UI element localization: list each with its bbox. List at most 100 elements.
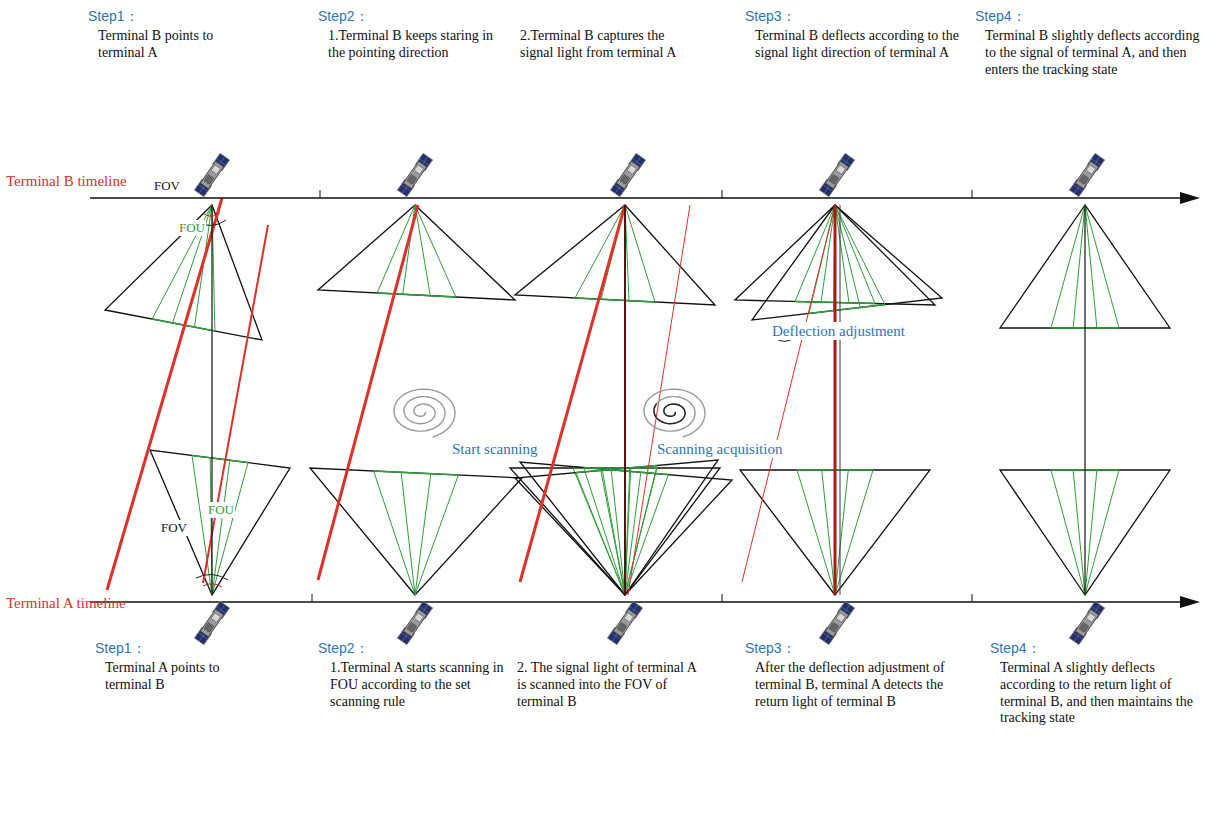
fov-cone <box>752 205 942 320</box>
fou-label: FOU <box>207 502 235 518</box>
timeline-label: Terminal B timeline <box>6 172 127 190</box>
beam <box>742 205 835 582</box>
timelines <box>90 190 1200 608</box>
step-description: Terminal B slightly deflects according t… <box>985 28 1205 78</box>
fou-label: FOU <box>178 220 206 236</box>
fou-line <box>822 470 835 595</box>
step-description: Terminal B deflects according to the sig… <box>755 28 960 62</box>
fov-cone <box>515 205 715 305</box>
satellite <box>607 601 642 645</box>
tick <box>320 190 321 198</box>
step-description: 1.Terminal A starts scanning in FOU acco… <box>330 660 510 710</box>
fou-line <box>415 205 430 296</box>
tick <box>312 594 313 602</box>
step-description: 1.Terminal B keeps staring in the pointi… <box>328 28 503 62</box>
fou-line <box>1085 205 1119 328</box>
fou-base <box>192 455 248 462</box>
tick <box>972 594 973 602</box>
light-beams <box>107 198 1085 595</box>
step-description: 2.Terminal B captures the signal light f… <box>520 28 680 62</box>
scan-spiral <box>654 404 685 424</box>
beam <box>628 205 690 595</box>
timeline-label: Terminal A timeline <box>6 594 126 612</box>
fov-cone <box>510 468 720 595</box>
fou-base <box>374 471 459 475</box>
step-heading: Step1： <box>88 8 139 25</box>
step-description: After the deflection adjustment of termi… <box>755 660 955 710</box>
fou-line <box>625 465 657 595</box>
tick <box>972 190 973 198</box>
link-line <box>211 205 212 595</box>
scan-spirals <box>394 389 705 437</box>
cones <box>105 205 1170 595</box>
fov-cone <box>105 205 262 340</box>
scan-spiral <box>644 389 705 437</box>
annotation: Deflection adjustment <box>770 322 907 340</box>
arrowhead <box>1180 596 1200 608</box>
satellite <box>397 601 432 645</box>
fou-line <box>1051 205 1085 328</box>
beam <box>520 205 625 582</box>
step-description: 2. The signal light of terminal A is sca… <box>517 660 707 710</box>
fou-line <box>576 473 625 595</box>
step-heading: Step4： <box>975 8 1026 25</box>
fou-line <box>797 470 835 595</box>
fou-line <box>1073 470 1085 595</box>
scan-spiral <box>394 389 455 437</box>
step-heading: Step3： <box>745 8 796 25</box>
fou-line <box>1085 470 1119 595</box>
fou-base <box>576 465 657 472</box>
fov-cone <box>318 205 515 300</box>
fou-line <box>835 470 873 595</box>
fou-line <box>625 475 668 595</box>
satellites <box>194 153 1104 645</box>
step-heading: Step2： <box>318 640 369 657</box>
satellite <box>1069 153 1104 197</box>
beam <box>107 198 222 590</box>
link-line <box>624 205 626 595</box>
tick <box>722 190 723 198</box>
step-description: Terminal A points to terminal B <box>105 660 235 694</box>
fou-line <box>415 474 431 595</box>
fov-label: FOV <box>153 178 181 194</box>
satellite <box>1069 601 1104 645</box>
step-heading: Step4： <box>990 640 1041 657</box>
fou-line <box>1051 470 1085 595</box>
fou-line <box>575 205 625 298</box>
step-description: Terminal A slightly deflects according t… <box>1000 660 1205 727</box>
fov-arc <box>196 574 228 580</box>
fou-line <box>173 205 212 323</box>
fov-label: FOV <box>160 520 188 536</box>
fou-line <box>835 470 848 595</box>
fou-line <box>415 475 458 595</box>
beam <box>318 205 418 580</box>
step-heading: Step1： <box>95 640 146 657</box>
fou-base <box>575 298 655 302</box>
fou-line <box>1085 205 1097 328</box>
fou-line <box>401 472 415 595</box>
step-description: Terminal B points to terminal A <box>98 28 228 62</box>
satellite <box>397 153 432 197</box>
step-heading: Step2： <box>318 8 369 25</box>
fou-line <box>584 467 625 595</box>
annotation: Scanning acquisition <box>655 440 784 458</box>
annotation: Start scanning <box>450 440 539 458</box>
fou-base <box>377 293 456 297</box>
fou-line <box>415 205 456 297</box>
satellite <box>819 601 854 645</box>
fou-line <box>1085 470 1097 595</box>
link-line <box>1084 205 1085 595</box>
fov-arcs <box>196 213 228 587</box>
fou-base <box>809 305 885 314</box>
timeline <box>90 601 1185 602</box>
timeline <box>90 197 1185 198</box>
fou-line <box>573 468 625 595</box>
fou-line <box>835 205 885 305</box>
satellite <box>610 153 645 197</box>
satellite <box>819 153 854 197</box>
fou-line <box>374 471 415 595</box>
beam <box>834 205 837 595</box>
link-line <box>840 205 841 595</box>
